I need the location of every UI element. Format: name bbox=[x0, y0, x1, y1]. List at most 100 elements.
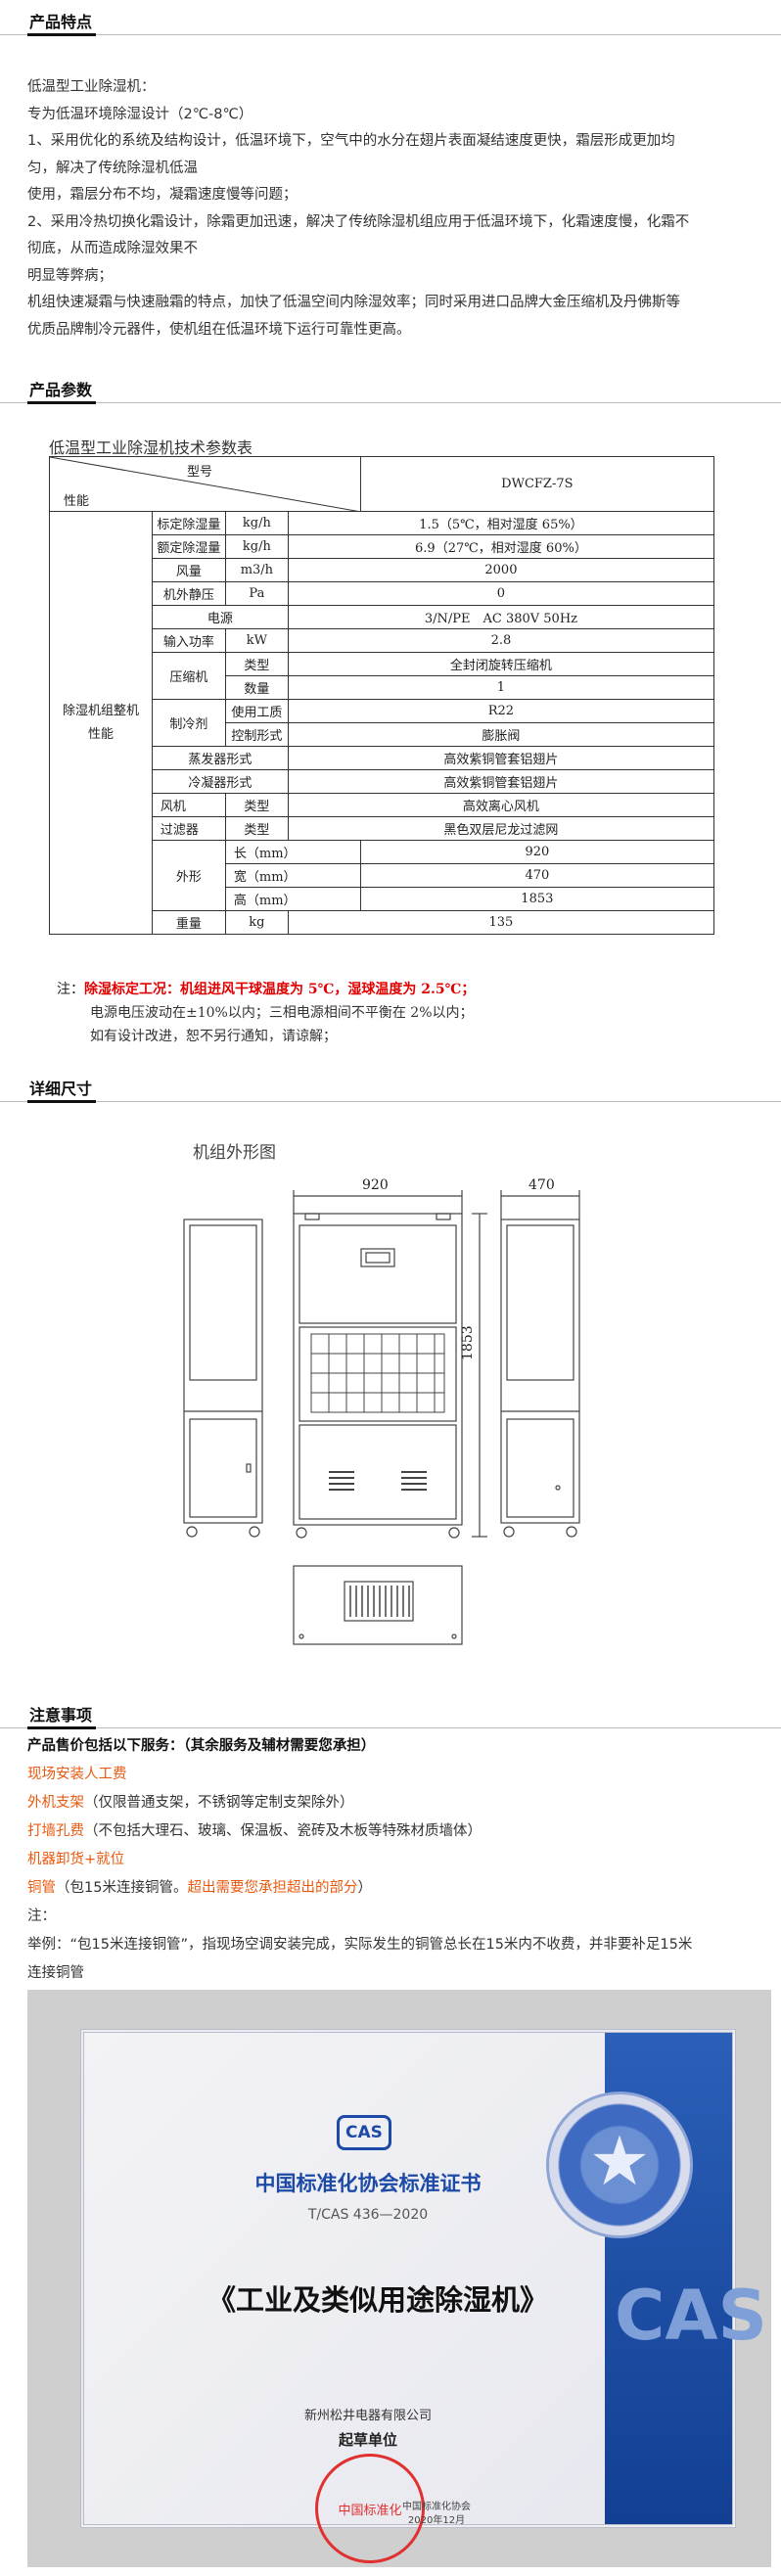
cell: m3/h bbox=[224, 558, 289, 582]
front-view bbox=[293, 1213, 463, 1526]
dimensions-section: 详细尺寸 bbox=[0, 1067, 781, 1103]
cell: kW bbox=[224, 628, 289, 653]
cell: Pa bbox=[224, 581, 289, 606]
feature-line: 机组快速凝霜与快速融霜的特点，加快了低温空间内除湿效率；同时采用进口品牌大金压缩… bbox=[27, 295, 680, 310]
spec-note: 注：除湿标定工况：机组进风干球温度为 5℃，湿球温度为 2.5℃； bbox=[57, 979, 475, 998]
cell: 135 bbox=[287, 910, 715, 935]
cell: 外形 bbox=[151, 840, 226, 911]
note-red: 除湿标定工况：机组进风干球温度为 5℃，湿球温度为 2.5℃； bbox=[84, 982, 476, 997]
dimension-drawing bbox=[183, 1190, 580, 1645]
cell: 过滤器 bbox=[151, 816, 226, 841]
cell: 标定除湿量 bbox=[151, 511, 226, 535]
notice-section: 注意事项 产品售价包括以下服务：（其余服务及辅材需要您承担） 现场安装人工费 外… bbox=[0, 1693, 781, 1988]
cell: 高效紫铜管套铝翅片 bbox=[287, 769, 715, 794]
notice-example: 举例：“包15米连接铜管”，指现场空调安装完成，实际发生的铜管总长在15米内不收… bbox=[27, 1937, 693, 1953]
cell: 输入功率 bbox=[151, 628, 226, 653]
title-underline bbox=[27, 401, 96, 404]
section-title: 产品参数 bbox=[29, 381, 93, 399]
cell: 470 bbox=[359, 863, 715, 888]
table-row: 输入功率 kW 2.8 bbox=[50, 628, 715, 653]
left-side-view bbox=[183, 1219, 263, 1524]
diagonal-line bbox=[50, 457, 361, 512]
feature-line: 1、采用优化的系统及结构设计，低温环境下，空气中的水分在翅片表面凝结速度更快，霜… bbox=[27, 133, 675, 149]
header-model: 型号 bbox=[187, 465, 213, 480]
cert-standard-no: T/CAS 436—2020 bbox=[307, 2207, 429, 2223]
table-row: 蒸发器形式 高效紫铜管套铝翅片 bbox=[50, 746, 715, 770]
cell: 3/N/PE AC 380V 50Hz bbox=[287, 605, 715, 629]
cell: 920 bbox=[359, 840, 715, 864]
cert-product-name: 《工业及类似用途除湿机》 bbox=[207, 2283, 548, 2317]
notice-item: 机器卸货+就位 bbox=[27, 1852, 125, 1867]
cell: 使用工质 bbox=[224, 699, 289, 723]
cert-org-title: 中国标准化协会标准证书 bbox=[254, 2172, 482, 2195]
table-row: 控制形式 膨胀阀 bbox=[50, 722, 715, 747]
notice-item: 铜管（包15米连接铜管。超出需要您承担超出的部分） bbox=[27, 1880, 372, 1896]
title-underline bbox=[27, 1726, 96, 1729]
cell: 膨胀阀 bbox=[287, 722, 715, 747]
cell: 类型 bbox=[224, 793, 289, 817]
top-view bbox=[293, 1565, 463, 1645]
title-underline bbox=[27, 33, 96, 36]
table-row: 冷凝器形式 高效紫铜管套铝翅片 bbox=[50, 769, 715, 794]
cert-company: 新州松井电器有限公司 bbox=[303, 2409, 432, 2423]
cell: 额定除湿量 bbox=[151, 534, 226, 559]
feature-line: 彻底，从而造成除湿效果不 bbox=[27, 241, 198, 256]
table-row: 重量 kg 135 bbox=[50, 910, 715, 935]
feature-line: 匀，解决了传统除湿机低温 bbox=[27, 160, 198, 176]
cell: 1.5（5℃，相对湿度 65%） bbox=[287, 511, 715, 535]
certificate-image: CAS ★ CAS 中国标准化协会标准证书 T/CAS 436—2020 《工业… bbox=[27, 1990, 771, 2567]
table-row: 机外静压 Pa 0 bbox=[50, 581, 715, 606]
cell: 宽（mm） bbox=[224, 863, 361, 888]
cell: 数量 bbox=[224, 675, 289, 700]
cell: 1 bbox=[287, 675, 715, 700]
cell: 电源 bbox=[151, 605, 289, 629]
features-text: 低温型工业除湿机： 专为低温环境除湿设计（2℃-8℃） 1、采用优化的系统及结构… bbox=[0, 74, 781, 344]
features-section: 产品特点 低温型工业除湿机： 专为低温环境除湿设计（2℃-8℃） 1、采用优化的… bbox=[0, 0, 781, 344]
cell: 6.9（27℃，相对湿度 60%） bbox=[287, 534, 715, 559]
section-title: 详细尺寸 bbox=[29, 1080, 93, 1098]
notice-example: 连接铜管 bbox=[27, 1965, 84, 1981]
cell: 机外静压 bbox=[151, 581, 226, 606]
cell: 重量 bbox=[151, 910, 226, 935]
cell: 风量 bbox=[151, 558, 226, 582]
red-stamp: 中国标准化 bbox=[315, 2454, 425, 2563]
cell: R22 bbox=[287, 699, 715, 723]
note-line: 如有设计改进，恕不另行通知，请谅解； bbox=[90, 1029, 337, 1044]
cell: 0 bbox=[287, 581, 715, 606]
table-row: 风机 类型 高效离心风机 bbox=[50, 793, 715, 817]
cell: 长（mm） bbox=[224, 840, 361, 864]
spec-table-title: 低温型工业除湿机技术参数表 bbox=[49, 438, 253, 457]
params-section: 产品参数 bbox=[0, 368, 781, 404]
header-perf: 性能 bbox=[64, 494, 90, 509]
feature-line: 2、采用冷热切换化霜设计，除霜更加迅速，解决了传统除湿机组应用于低温环境下，化霜… bbox=[27, 213, 690, 230]
cas-logo: CAS bbox=[337, 2115, 391, 2150]
cell: 黑色双层尼龙过滤网 bbox=[287, 816, 715, 841]
cell: 蒸发器形式 bbox=[151, 746, 289, 770]
table-row: 额定除湿量 kg/h 6.9（27℃，相对湿度 60%） bbox=[50, 534, 715, 559]
cell: 高效离心风机 bbox=[287, 793, 715, 817]
features-header: 产品特点 bbox=[0, 0, 781, 36]
notice-item: 打墙孔费（不包括大理石、玻璃、保温板、瓷砖及木板等特殊材质墙体） bbox=[27, 1823, 482, 1839]
section-title: 注意事项 bbox=[29, 1706, 93, 1725]
certificate-paper: CAS ★ CAS 中国标准化协会标准证书 T/CAS 436—2020 《工业… bbox=[80, 2029, 767, 2563]
note-prefix: 注： bbox=[57, 982, 84, 997]
cell: kg/h bbox=[224, 511, 289, 535]
depth-label: 470 bbox=[528, 1177, 555, 1193]
header-diagonal-cell: 型号 性能 bbox=[49, 456, 361, 512]
dimensions-header: 详细尺寸 bbox=[0, 1067, 781, 1103]
cell: 高效紫铜管套铝翅片 bbox=[287, 746, 715, 770]
title-underline bbox=[27, 1100, 96, 1103]
cell: 控制形式 bbox=[224, 722, 289, 747]
notice-header: 注意事项 bbox=[0, 1693, 781, 1729]
notice-item: 现场安装人工费 bbox=[27, 1767, 127, 1782]
cell: 1853 bbox=[359, 887, 715, 911]
feature-line: 明显等弊病； bbox=[27, 267, 113, 284]
feature-line: 专为低温环境除湿设计（2℃-8℃） bbox=[27, 106, 253, 122]
cell: 2.8 bbox=[287, 628, 715, 653]
cell: kg bbox=[224, 910, 289, 935]
notice-list: 产品售价包括以下服务：（其余服务及辅材需要您承担） 现场安装人工费 外机支架（仅… bbox=[0, 1732, 781, 1988]
star-seal-icon: ★ bbox=[546, 2092, 693, 2238]
feature-line: 低温型工业除湿机： bbox=[27, 79, 156, 95]
notice-intro: 产品售价包括以下服务：（其余服务及辅材需要您承担） bbox=[27, 1738, 376, 1754]
